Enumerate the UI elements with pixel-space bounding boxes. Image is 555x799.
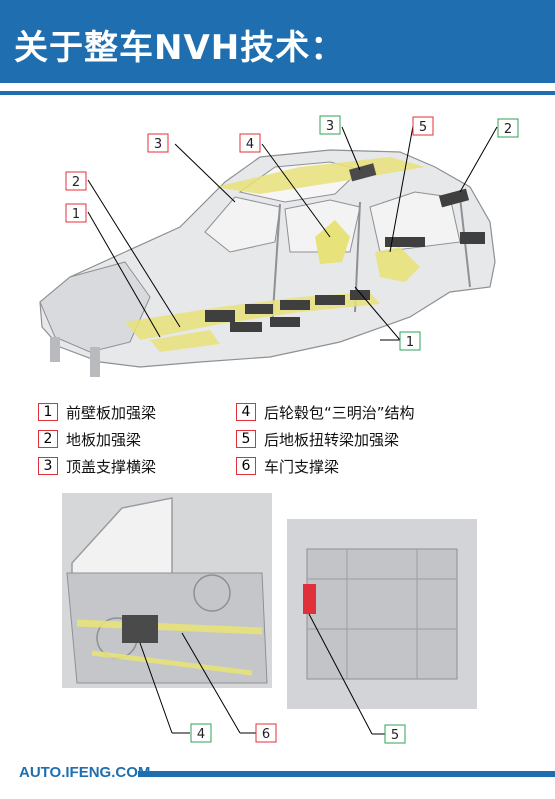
car-body-illustration: 3 4 3 5 2 2 1 1 — [39, 115, 519, 377]
legend-num: 3 — [38, 457, 58, 475]
body-callout-num: 3 — [154, 137, 162, 152]
legend-item: 4 后轮毂包“三明治”结构 — [236, 402, 415, 422]
door-illustration: 4 6 — [62, 493, 277, 743]
legend-label: 车门支撑梁 — [264, 457, 340, 476]
legend-item: 6 车门支撑梁 — [236, 456, 339, 476]
body-callout-num: 1 — [406, 335, 414, 350]
legend-label: 地板加强梁 — [66, 430, 142, 449]
legend-num: 6 — [236, 457, 256, 475]
legend-label: 后轮毂包“三明治”结构 — [264, 403, 415, 422]
brand-logo: AUTO.IFENG.COM — [19, 764, 151, 781]
title-banner: 关于整车NVH技术： — [0, 0, 555, 83]
legend-num: 2 — [38, 430, 58, 448]
legend-num: 4 — [236, 403, 256, 421]
body-callout-num: 2 — [504, 122, 512, 137]
footer: AUTO.IFENG.COM — [0, 762, 555, 786]
body-callout-num: 2 — [72, 175, 80, 190]
door-callout-num: 4 — [197, 727, 205, 742]
body-callout-num: 5 — [419, 120, 427, 135]
rear-floor-illustration: 5 — [287, 519, 477, 744]
legend-label: 前壁板加强梁 — [66, 403, 157, 422]
legend-num: 1 — [38, 403, 58, 421]
header-divider — [0, 91, 555, 95]
footer-bar — [138, 771, 555, 777]
legend-label: 后地板扭转梁加强梁 — [264, 430, 400, 449]
legend-item: 3 顶盖支撑横梁 — [38, 456, 156, 476]
door-callout-num: 6 — [262, 727, 270, 742]
body-callout-num: 1 — [72, 207, 80, 222]
page-title: 关于整车NVH技术： — [14, 28, 346, 68]
legend-item: 2 地板加强梁 — [38, 429, 141, 449]
legend-item: 1 前壁板加强梁 — [38, 402, 156, 422]
legend-label: 顶盖支撑横梁 — [66, 457, 157, 476]
floor-callout-num: 5 — [391, 728, 399, 743]
body-callout-num: 3 — [326, 119, 334, 134]
legend-num: 5 — [236, 430, 256, 448]
body-callout-num: 4 — [246, 137, 254, 152]
legend: 1 前壁板加强梁 2 地板加强梁 3 顶盖支撑横梁 4 后轮毂包“三明治”结构 … — [38, 402, 508, 482]
legend-item: 5 后地板扭转梁加强梁 — [236, 429, 399, 449]
